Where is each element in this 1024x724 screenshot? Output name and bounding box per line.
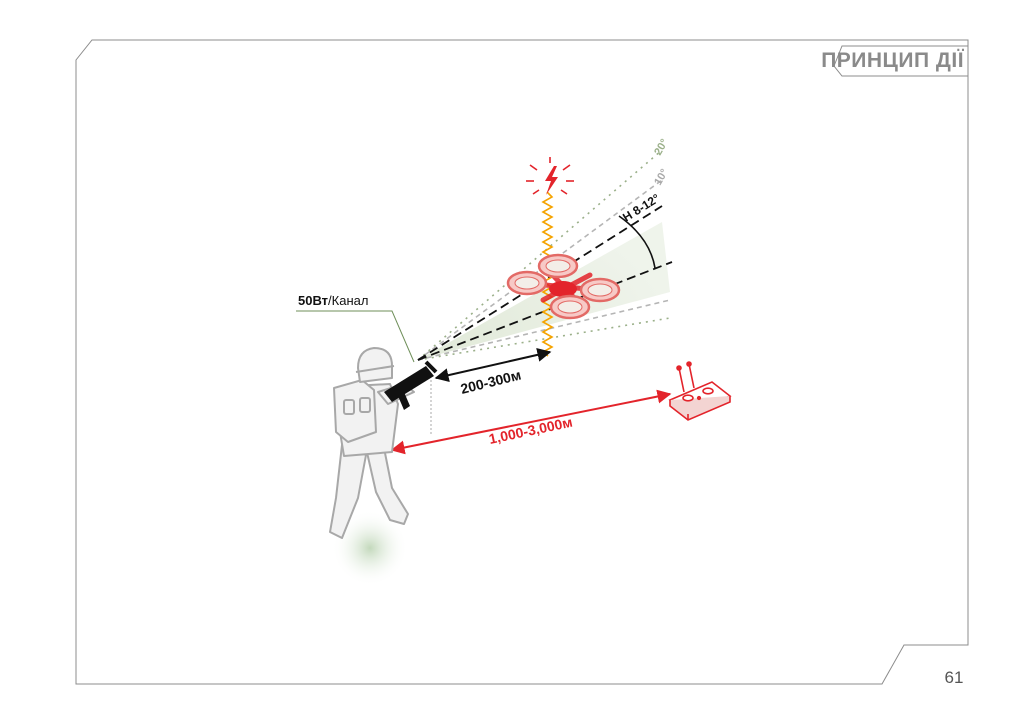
power-label: 50Вт/Канал	[296, 293, 415, 363]
remote-controller-icon	[668, 361, 732, 421]
page-frame	[75, 39, 969, 685]
power-label-rest: /Канал	[328, 293, 368, 308]
section-title: ПРИНЦИП ДІЇ	[821, 49, 965, 72]
page-number: 61	[945, 668, 964, 687]
beam-line-10-upper	[417, 179, 663, 361]
lightning-icon	[526, 157, 574, 195]
power-label-bold: 50Вт	[298, 293, 328, 308]
power-label-leader	[296, 310, 415, 363]
angle-label-main: Н 8-12°	[620, 191, 662, 225]
drone-icon	[506, 253, 621, 320]
svg-text:50Вт/Канал: 50Вт/Канал	[298, 293, 368, 308]
jammer-device	[384, 360, 438, 410]
angle-label-10: 10°	[652, 167, 671, 187]
angle-arc	[618, 215, 656, 269]
range-label-control: 1,000-3,000м	[487, 414, 574, 447]
beam-line-10-lower	[417, 299, 671, 361]
range-arrow-jammer	[434, 347, 552, 383]
ground-shadow	[332, 510, 408, 586]
soldier-figure	[329, 347, 415, 539]
section-title-tab: ПРИНЦИП ДІЇ	[821, 45, 969, 77]
angle-label-20: 20°	[652, 137, 671, 157]
beam-line-main-lower	[417, 261, 673, 361]
range-arrow-control	[390, 389, 672, 455]
